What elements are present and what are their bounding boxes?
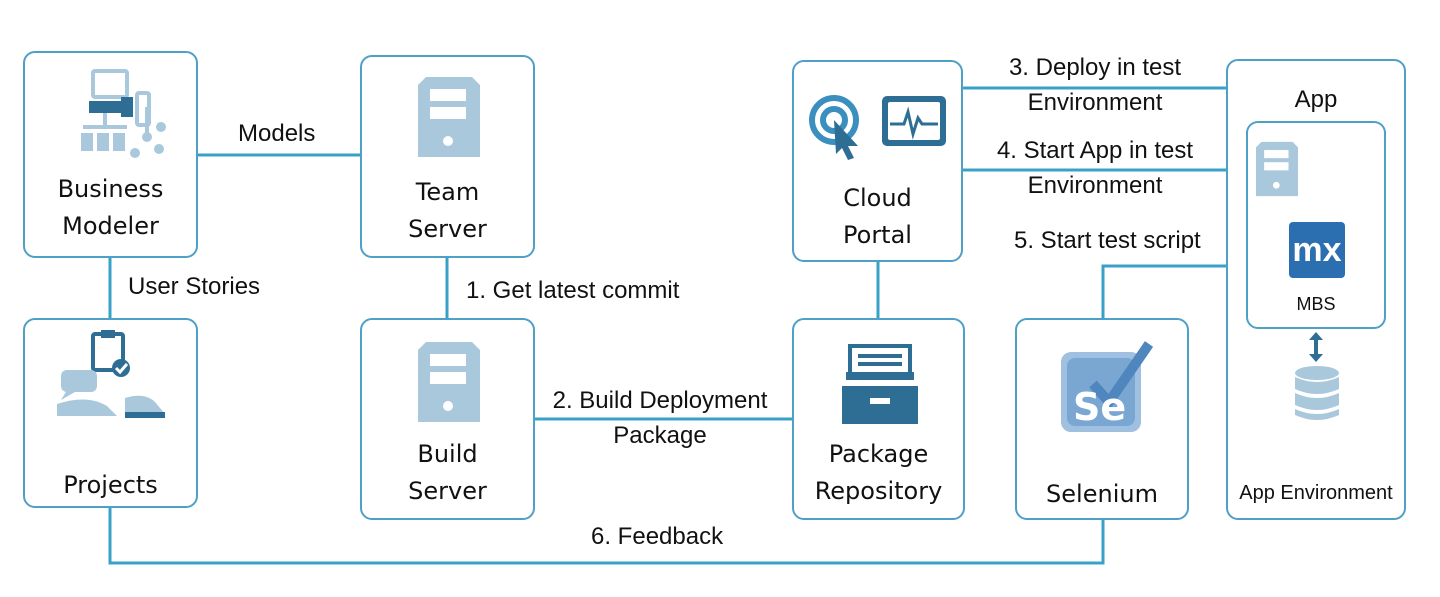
mx-logo-text: mx: [1292, 231, 1342, 269]
edge-label-start-script: 5. Start test script: [1014, 227, 1201, 254]
app-environment-node: App mx MBS App Environment: [1226, 59, 1406, 520]
selenium-label: Selenium: [1046, 480, 1158, 508]
edge-label-build-deployment-1: 2. Build Deployment: [552, 387, 768, 414]
business-modeler-line2: Modeler: [62, 212, 159, 240]
team-server-line2: Server: [408, 215, 487, 243]
cloud-portal-line1: Cloud: [843, 184, 912, 212]
team-server-node: Team Server: [360, 55, 535, 258]
mbs-label: MBS: [1296, 294, 1336, 314]
file-cabinet-icon: [842, 344, 918, 424]
target-cursor-icon: [809, 95, 859, 160]
app-title: App: [1294, 86, 1338, 113]
edge-label-feedback: 6. Feedback: [591, 523, 724, 550]
server-icon: [418, 342, 480, 422]
selenium-node: Se Selenium: [1015, 318, 1189, 520]
package-repository-node: Package Repository: [792, 318, 965, 520]
edge-label-deploy-2: Environment: [1027, 89, 1163, 116]
package-repository-line1: Package: [828, 440, 929, 468]
projects-label: Projects: [63, 471, 158, 499]
edge-label-deploy-1: 3. Deploy in test: [1008, 54, 1182, 81]
business-modeler-line1: Business: [57, 175, 164, 203]
app-inner-box: mx MBS: [1246, 121, 1386, 329]
team-server-line1: Team: [415, 178, 480, 206]
selenium-logo: Se: [1061, 341, 1153, 432]
build-server-node: Build Server: [360, 318, 535, 520]
package-repository-line2: Repository: [814, 477, 943, 505]
server-icon: [418, 77, 480, 157]
edge-label-models: Models: [238, 120, 316, 147]
double-arrow-icon: [1309, 332, 1323, 362]
database-icon: [1295, 366, 1339, 420]
edge-label-get-latest-commit: 1. Get latest commit: [466, 277, 680, 304]
server-icon: [1256, 141, 1298, 197]
edge-label-start-app-2: Environment: [1027, 172, 1163, 199]
app-environment-label: App Environment: [1239, 482, 1393, 504]
business-modeler-node: Business Modeler: [23, 51, 198, 258]
mx-logo: mx: [1289, 222, 1345, 278]
cloud-portal-node: Cloud Portal: [792, 60, 963, 262]
build-server-line2: Server: [408, 477, 487, 505]
cloud-portal-line2: Portal: [843, 221, 912, 249]
edge-feedback: [108, 508, 1105, 565]
projects-node: Projects: [23, 318, 198, 508]
edge-label-start-app-1: 4. Start App in test: [996, 137, 1194, 164]
edge-label-build-deployment-2: Package: [613, 422, 707, 449]
projects-icon: [57, 330, 165, 418]
monitor-pulse-icon: [882, 96, 946, 146]
edge-start-script: [1101, 264, 1226, 318]
edge-label-user-stories: User Stories: [128, 273, 261, 300]
modeler-icon: [81, 69, 166, 158]
svg-text:Se: Se: [1073, 385, 1126, 429]
build-server-line1: Build: [417, 440, 478, 468]
